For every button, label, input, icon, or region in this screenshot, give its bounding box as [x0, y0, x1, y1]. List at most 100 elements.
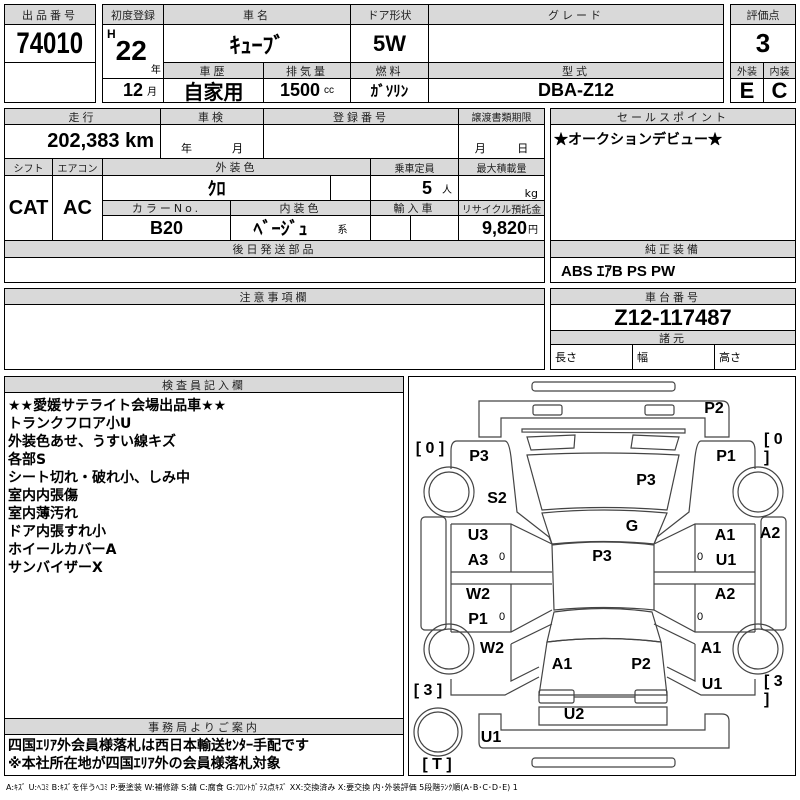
- first-reg-label: 初度登録: [102, 4, 164, 25]
- tire-tread-mark: [ 0 ]: [764, 431, 783, 466]
- import-label: 輸入車: [370, 200, 459, 216]
- max-load: kg: [458, 175, 545, 201]
- import-a: [370, 215, 411, 241]
- displacement-label: 排気量: [263, 62, 351, 79]
- ac-label: エアコン: [52, 158, 103, 176]
- note-line: ★★愛媛サテライト会場出品車★★: [8, 398, 227, 414]
- damage-mark: U2: [563, 706, 585, 723]
- sales-point: ★オークションデビュー★: [550, 124, 796, 241]
- damage-mark: S2: [487, 490, 507, 507]
- color-no-label: カラーNo.: [102, 200, 231, 216]
- recycle-label: リサイクル預託金: [458, 200, 545, 216]
- reg-no: [263, 124, 459, 159]
- damage-diagram: [408, 376, 796, 776]
- damage-mark: P3: [469, 448, 489, 465]
- tire-tread-mark: [ 3 ]: [413, 682, 443, 699]
- inspection-date: 年月: [160, 124, 264, 159]
- damage-mark: P2: [704, 400, 724, 417]
- note-line: 外装色あせ、うすい線キズ: [8, 434, 176, 450]
- damage-mark: W2: [466, 586, 490, 603]
- chassis-label: 車台番号: [550, 288, 796, 305]
- ext-color-label: 外装色: [102, 158, 371, 176]
- sales-point-label: セールスポイント: [550, 108, 796, 125]
- note-line: シート切れ・破れ小、しみ中: [8, 470, 190, 486]
- shift-label: シフト: [4, 158, 53, 176]
- grade: [428, 24, 724, 63]
- score-label: 評価点: [730, 4, 796, 25]
- door-label: ドア形状: [350, 4, 429, 25]
- damage-mark: A2: [714, 586, 736, 603]
- max-load-label: 最大積載量: [458, 158, 545, 176]
- damage-mark: A1: [714, 527, 736, 544]
- door-mark: 0: [498, 551, 506, 563]
- equipment-label: 純正装備: [550, 240, 796, 258]
- damage-mark: P2: [631, 656, 651, 673]
- interior-grade: C: [763, 78, 796, 103]
- length: 長さ: [550, 344, 633, 370]
- damage-mark: G: [625, 518, 639, 535]
- exterior-grade: E: [730, 78, 764, 103]
- ext-color: ｸﾛ: [102, 175, 331, 201]
- fuel: ｶﾞｿﾘﾝ: [350, 78, 429, 103]
- note-line: サンバイザーX: [8, 560, 103, 576]
- color-no: B20: [102, 215, 231, 241]
- damage-mark: P1: [716, 448, 736, 465]
- damage-mark: A2: [759, 525, 781, 542]
- exterior-label: 外装: [730, 62, 764, 79]
- damage-mark: W2: [480, 640, 504, 657]
- notes: [4, 304, 545, 370]
- lot-number: 74010: [4, 24, 96, 63]
- later-parts-label: 後日発送部品: [4, 240, 545, 258]
- note-line: 室内薄汚れ: [8, 506, 78, 522]
- door-mark: 0: [696, 611, 704, 623]
- door-mark: 0: [696, 551, 704, 563]
- car-outline-icon: [413, 381, 787, 768]
- spec-label: 諸元: [550, 330, 796, 345]
- spare-tire-mark: [ T ]: [422, 756, 452, 773]
- ac: AC: [52, 175, 103, 241]
- history-label: 車歴: [163, 62, 264, 79]
- mileage-label: 走行: [4, 108, 161, 125]
- door-mark: 0: [498, 611, 506, 623]
- grade-label: グレード: [428, 4, 724, 25]
- int-color-label: 内装色: [230, 200, 371, 216]
- note-line: 各部S: [8, 452, 47, 468]
- car-name: ｷｭｰﾌﾞ: [163, 24, 351, 63]
- inspector-label: 検査員記入欄: [4, 376, 404, 393]
- damage-mark: A1: [551, 656, 573, 673]
- import-b: [410, 215, 459, 241]
- model-code: DBA-Z12: [428, 78, 724, 103]
- model-code-label: 型式: [428, 62, 724, 79]
- office-line: ※本社所在地が四国ｴﾘｱ外の会員様落札対象: [8, 756, 281, 772]
- damage-mark: U1: [715, 552, 737, 569]
- damage-mark: A3: [467, 552, 489, 569]
- reg-no-label: 登録番号: [263, 108, 459, 125]
- inspection-label: 車検: [160, 108, 264, 125]
- transfer-label: 譲渡書類期限: [458, 108, 545, 125]
- notes-label: 注意事項欄: [4, 288, 545, 305]
- fuel-label: 燃料: [350, 62, 429, 79]
- equipment: ABS ｴｱB PS PW: [550, 257, 796, 283]
- lot-blank: [4, 62, 96, 103]
- damage-mark: U1: [480, 729, 502, 746]
- note-line: ドア内張すれ小: [8, 524, 106, 540]
- inspector-notes: ★★愛媛サテライト会場出品車★★ トランクフロア小U 外装色あせ、うすい線キズ …: [4, 392, 404, 719]
- damage-mark: P3: [592, 548, 612, 565]
- shift: CAT: [4, 175, 53, 241]
- office-label: 事務局よりご案内: [4, 718, 404, 735]
- tire-tread-mark: [ 0 ]: [415, 440, 445, 457]
- car-name-label: 車名: [163, 4, 351, 25]
- lot-label: 出品番号: [4, 4, 96, 25]
- damage-mark: P3: [636, 472, 656, 489]
- legend: A:ｷｽﾞ U:ﾍｺﾐ B:ｷｽﾞを伴うﾍｺﾐ P:要塗装 W:補修跡 S:錆 …: [6, 783, 518, 792]
- score: 3: [730, 24, 796, 63]
- damage-mark: A1: [700, 640, 722, 657]
- note-line: トランクフロア小U: [8, 416, 132, 432]
- damage-mark: P1: [468, 611, 488, 628]
- ext-color-extra: [330, 175, 371, 201]
- tire-tread-mark: [ 3 ]: [764, 673, 783, 708]
